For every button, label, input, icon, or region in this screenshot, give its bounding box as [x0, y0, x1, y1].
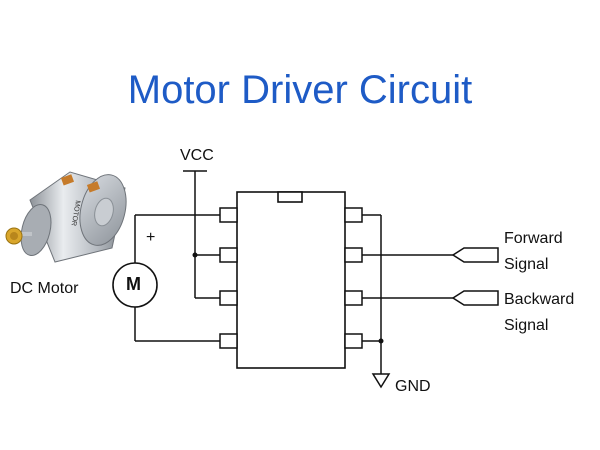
- ic-chip: [236, 191, 346, 369]
- ic-pin-3: [219, 290, 238, 306]
- motor-symbol-letter: M: [126, 274, 141, 294]
- gnd-junction-dot: [378, 338, 384, 344]
- ic-notch: [277, 191, 303, 203]
- diagram-title: Motor Driver Circuit: [127, 68, 473, 112]
- forward-label-line2: Signal: [504, 256, 549, 273]
- ic-pin-5: [344, 333, 363, 349]
- backward-label-line2: Signal: [504, 317, 549, 334]
- vcc-wiring: [183, 170, 220, 299]
- ic-pin-6: [344, 290, 363, 306]
- dc-motor-label: DC Motor: [10, 280, 79, 297]
- ic-pin-7: [344, 247, 363, 263]
- ic-pin-4: [219, 333, 238, 349]
- vcc-label: VCC: [180, 147, 214, 164]
- plus-sign: +: [146, 229, 156, 246]
- gnd-label: GND: [395, 378, 431, 395]
- backward-label-line1: Backward: [504, 291, 575, 308]
- ic-pin-1: [219, 207, 238, 223]
- dc-motor-image: MOTOR: [5, 171, 127, 263]
- motor-print-text: MOTOR: [70, 200, 81, 227]
- vcc-junction-dot: [192, 252, 198, 258]
- ground-symbol: [371, 373, 391, 389]
- ic-pin-2: [219, 247, 238, 263]
- signal-wiring: [362, 247, 499, 306]
- forward-label-line1: Forward: [504, 230, 563, 247]
- gnd-wiring: [362, 214, 382, 374]
- motor-symbol: [112, 262, 158, 308]
- motor-wiring: [134, 214, 220, 342]
- ic-pin-8: [344, 207, 363, 223]
